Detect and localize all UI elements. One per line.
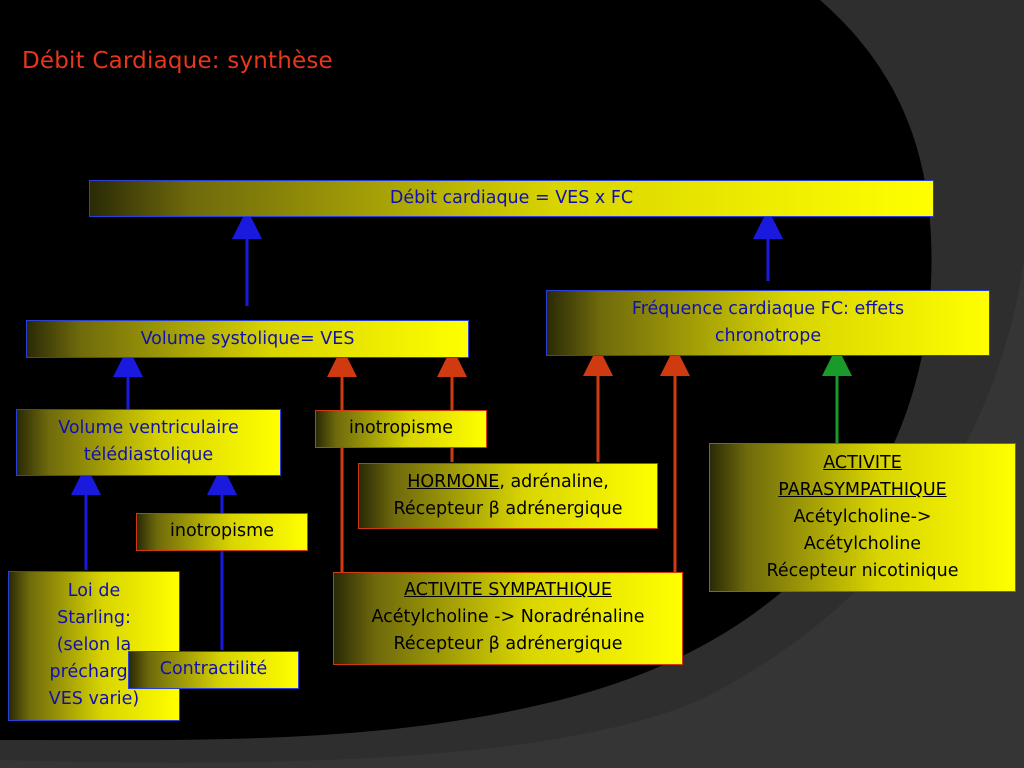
- box-hormone: HORMONE, adrénaline, Récepteur β adréner…: [358, 463, 658, 529]
- sym-line-1: ACTIVITE SYMPATHIQUE: [404, 580, 612, 600]
- sym-line-3: Récepteur β adrénergique: [393, 634, 623, 654]
- hormone-line-2: Récepteur β adrénergique: [393, 499, 623, 519]
- box-loi-de-starling: Loi de Starling: (selon la précharge VES…: [8, 571, 180, 721]
- para-line-5: Récepteur nicotinique: [766, 561, 959, 581]
- vtd-line-1: Volume ventriculaire: [58, 418, 239, 438]
- box-activite-sympathique: ACTIVITE SYMPATHIQUE Acétylcholine -> No…: [333, 572, 683, 665]
- para-line-2: PARASYMPATHIQUE: [778, 480, 947, 500]
- box-contractilite: Contractilité: [128, 651, 299, 689]
- box-activite-parasympathique: ACTIVITE PARASYMPATHIQUE Acétylcholine->…: [709, 443, 1016, 592]
- contractilite-label: Contractilité: [159, 659, 268, 679]
- ves-label: Volume systolique= VES: [140, 329, 355, 349]
- starling-line-1: Loi de: [67, 581, 121, 601]
- starling-line-4: précharge: [49, 662, 139, 682]
- starling-line-5: VES varie): [48, 689, 140, 709]
- hormone-rest: , adrénaline,: [499, 472, 609, 492]
- starling-line-3: (selon la: [56, 635, 132, 655]
- hormone-word: HORMONE: [407, 472, 500, 492]
- slide-title: Débit Cardiaque: synthèse: [22, 48, 333, 74]
- box-debit-cardiaque: Débit cardiaque = VES x FC: [89, 180, 934, 217]
- box-inotropisme-low: inotropisme: [136, 513, 308, 551]
- starling-line-2: Starling:: [57, 608, 131, 628]
- box-inotropisme-top: inotropisme: [315, 410, 487, 448]
- para-line-1: ACTIVITE: [823, 453, 902, 473]
- inotropisme-low-label: inotropisme: [170, 521, 274, 541]
- box-volume-telediastolique: Volume ventriculaire télédiastolique: [16, 409, 281, 476]
- debit-label: Débit cardiaque = VES x FC: [389, 188, 634, 208]
- para-line-4: Acétylcholine: [803, 534, 922, 554]
- vtd-line-2: télédiastolique: [83, 445, 214, 465]
- hormone-line-1: HORMONE, adrénaline,: [359, 469, 657, 496]
- box-volume-systolique: Volume systolique= VES: [26, 320, 469, 358]
- box-frequence-cardiaque: Fréquence cardiaque FC: effets chronotro…: [546, 290, 990, 356]
- para-line-3: Acétylcholine->: [793, 507, 932, 527]
- sym-line-2: Acétylcholine -> Noradrénaline: [371, 607, 645, 627]
- inotropisme-top-label: inotropisme: [349, 418, 453, 438]
- fc-line-1: Fréquence cardiaque FC: effets: [631, 299, 905, 319]
- fc-line-2: chronotrope: [714, 326, 822, 346]
